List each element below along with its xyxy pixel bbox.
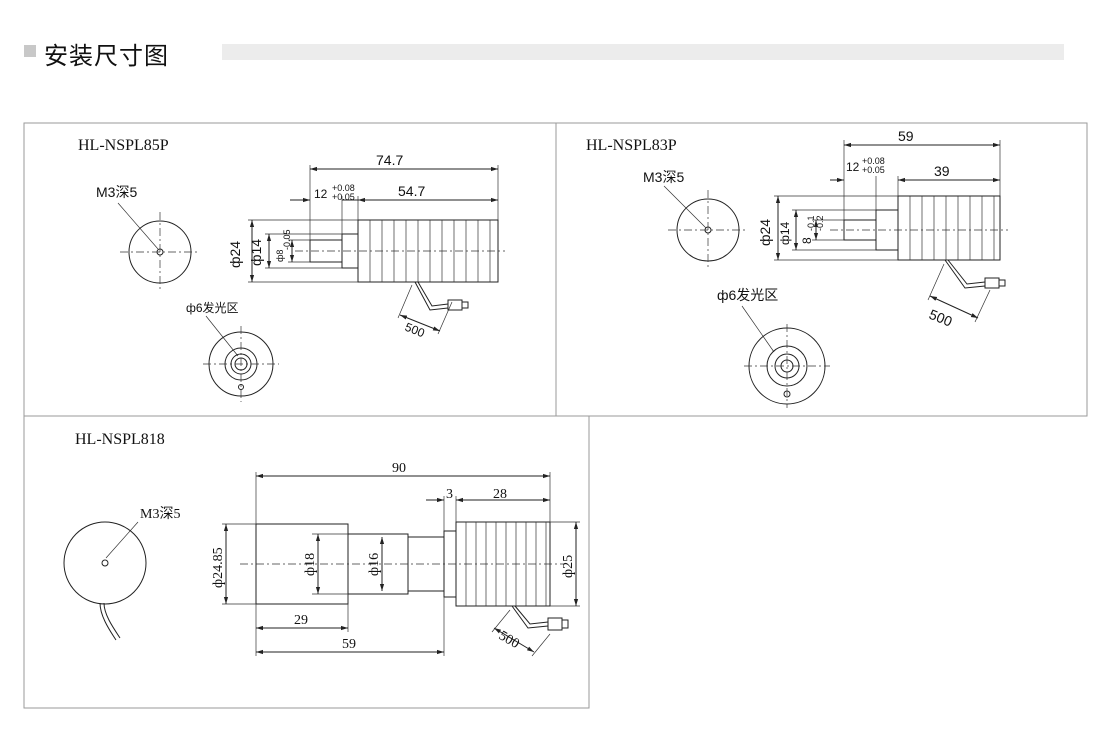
model-label-83p: HL-NSPL83P	[586, 137, 677, 154]
dim-gap-818: 3	[446, 487, 453, 502]
cable-83p: 500	[927, 306, 955, 330]
dim-heatsink-83p: 39	[934, 163, 950, 179]
panel-frame-85p	[23, 122, 557, 417]
page-title: 安装尺寸图	[44, 42, 169, 70]
dia-inner-85p: ф14	[248, 239, 264, 266]
header-divider-bar	[222, 44, 1064, 60]
side-view-85p	[295, 219, 505, 311]
dia-8-85p: ф8	[275, 250, 285, 262]
dia-18-818: ф18	[303, 553, 318, 576]
dia-8-83p: 8	[800, 237, 814, 244]
dim-29-818: 29	[294, 613, 308, 628]
dia-16-818: ф16	[367, 553, 382, 576]
model-label-818: HL-NSPL818	[75, 431, 165, 448]
emit-label-83p: ф6发光区	[717, 287, 778, 303]
side-view-83p	[830, 195, 1008, 289]
header-square-icon	[24, 45, 36, 57]
dia-outer-83p: ф24	[757, 219, 773, 246]
dia-2485-818: ф24.85	[211, 547, 226, 588]
dim-total-83p: 59	[898, 128, 914, 144]
dia-25-818: ф25	[561, 555, 576, 578]
m3-label-85p: M3深5	[96, 184, 137, 200]
tol-small-dn-85p: +0.05	[332, 192, 355, 202]
dim-small-83p: 12	[846, 160, 860, 174]
side-view-818	[240, 521, 569, 631]
dim-total-818: 90	[392, 461, 406, 476]
tol-8-up-83p: -0.1	[806, 215, 816, 231]
panel-85p: HL-NSPL85P M3深5	[78, 137, 505, 402]
dia-outer-85p: ф24	[227, 241, 243, 268]
tol-small-up-83p: +0.08	[862, 156, 885, 166]
panel-83p: HL-NSPL83P M3深5 59	[586, 128, 1008, 408]
tol-small-up-85p: +0.08	[332, 183, 355, 193]
m3-label-818: M3深5	[140, 506, 180, 522]
dim-heatsink-818: 28	[493, 487, 507, 502]
model-label-85p: HL-NSPL85P	[78, 137, 169, 154]
dia-inner-83p: ф14	[778, 221, 792, 245]
panel-818: HL-NSPL818 M3深5	[63, 431, 580, 657]
m3-label-83p: M3深5	[643, 169, 684, 185]
dim-heatsink-85p: 54.7	[398, 183, 425, 199]
dim-total-85p: 74.7	[376, 152, 403, 168]
m3-leader-83p	[663, 185, 707, 229]
tol-8-85p: -0.05	[282, 229, 292, 250]
dim-small-85p: 12	[314, 187, 328, 201]
emit-leader-85p	[205, 315, 239, 357]
tol-8-dn-83p: -0.2	[815, 215, 825, 231]
tol-small-dn-83p: +0.05	[862, 165, 885, 175]
section-header: 安装尺寸图	[0, 30, 1100, 74]
m3-leader-85p	[117, 202, 159, 250]
panel-frame-818	[23, 415, 590, 709]
front-view-818	[63, 521, 147, 605]
cable-85p: 500	[403, 320, 427, 341]
dim-59-818: 59	[342, 637, 356, 652]
emit-label-85p: ф6发光区	[186, 300, 239, 315]
panel-frame-83p	[555, 122, 1088, 417]
